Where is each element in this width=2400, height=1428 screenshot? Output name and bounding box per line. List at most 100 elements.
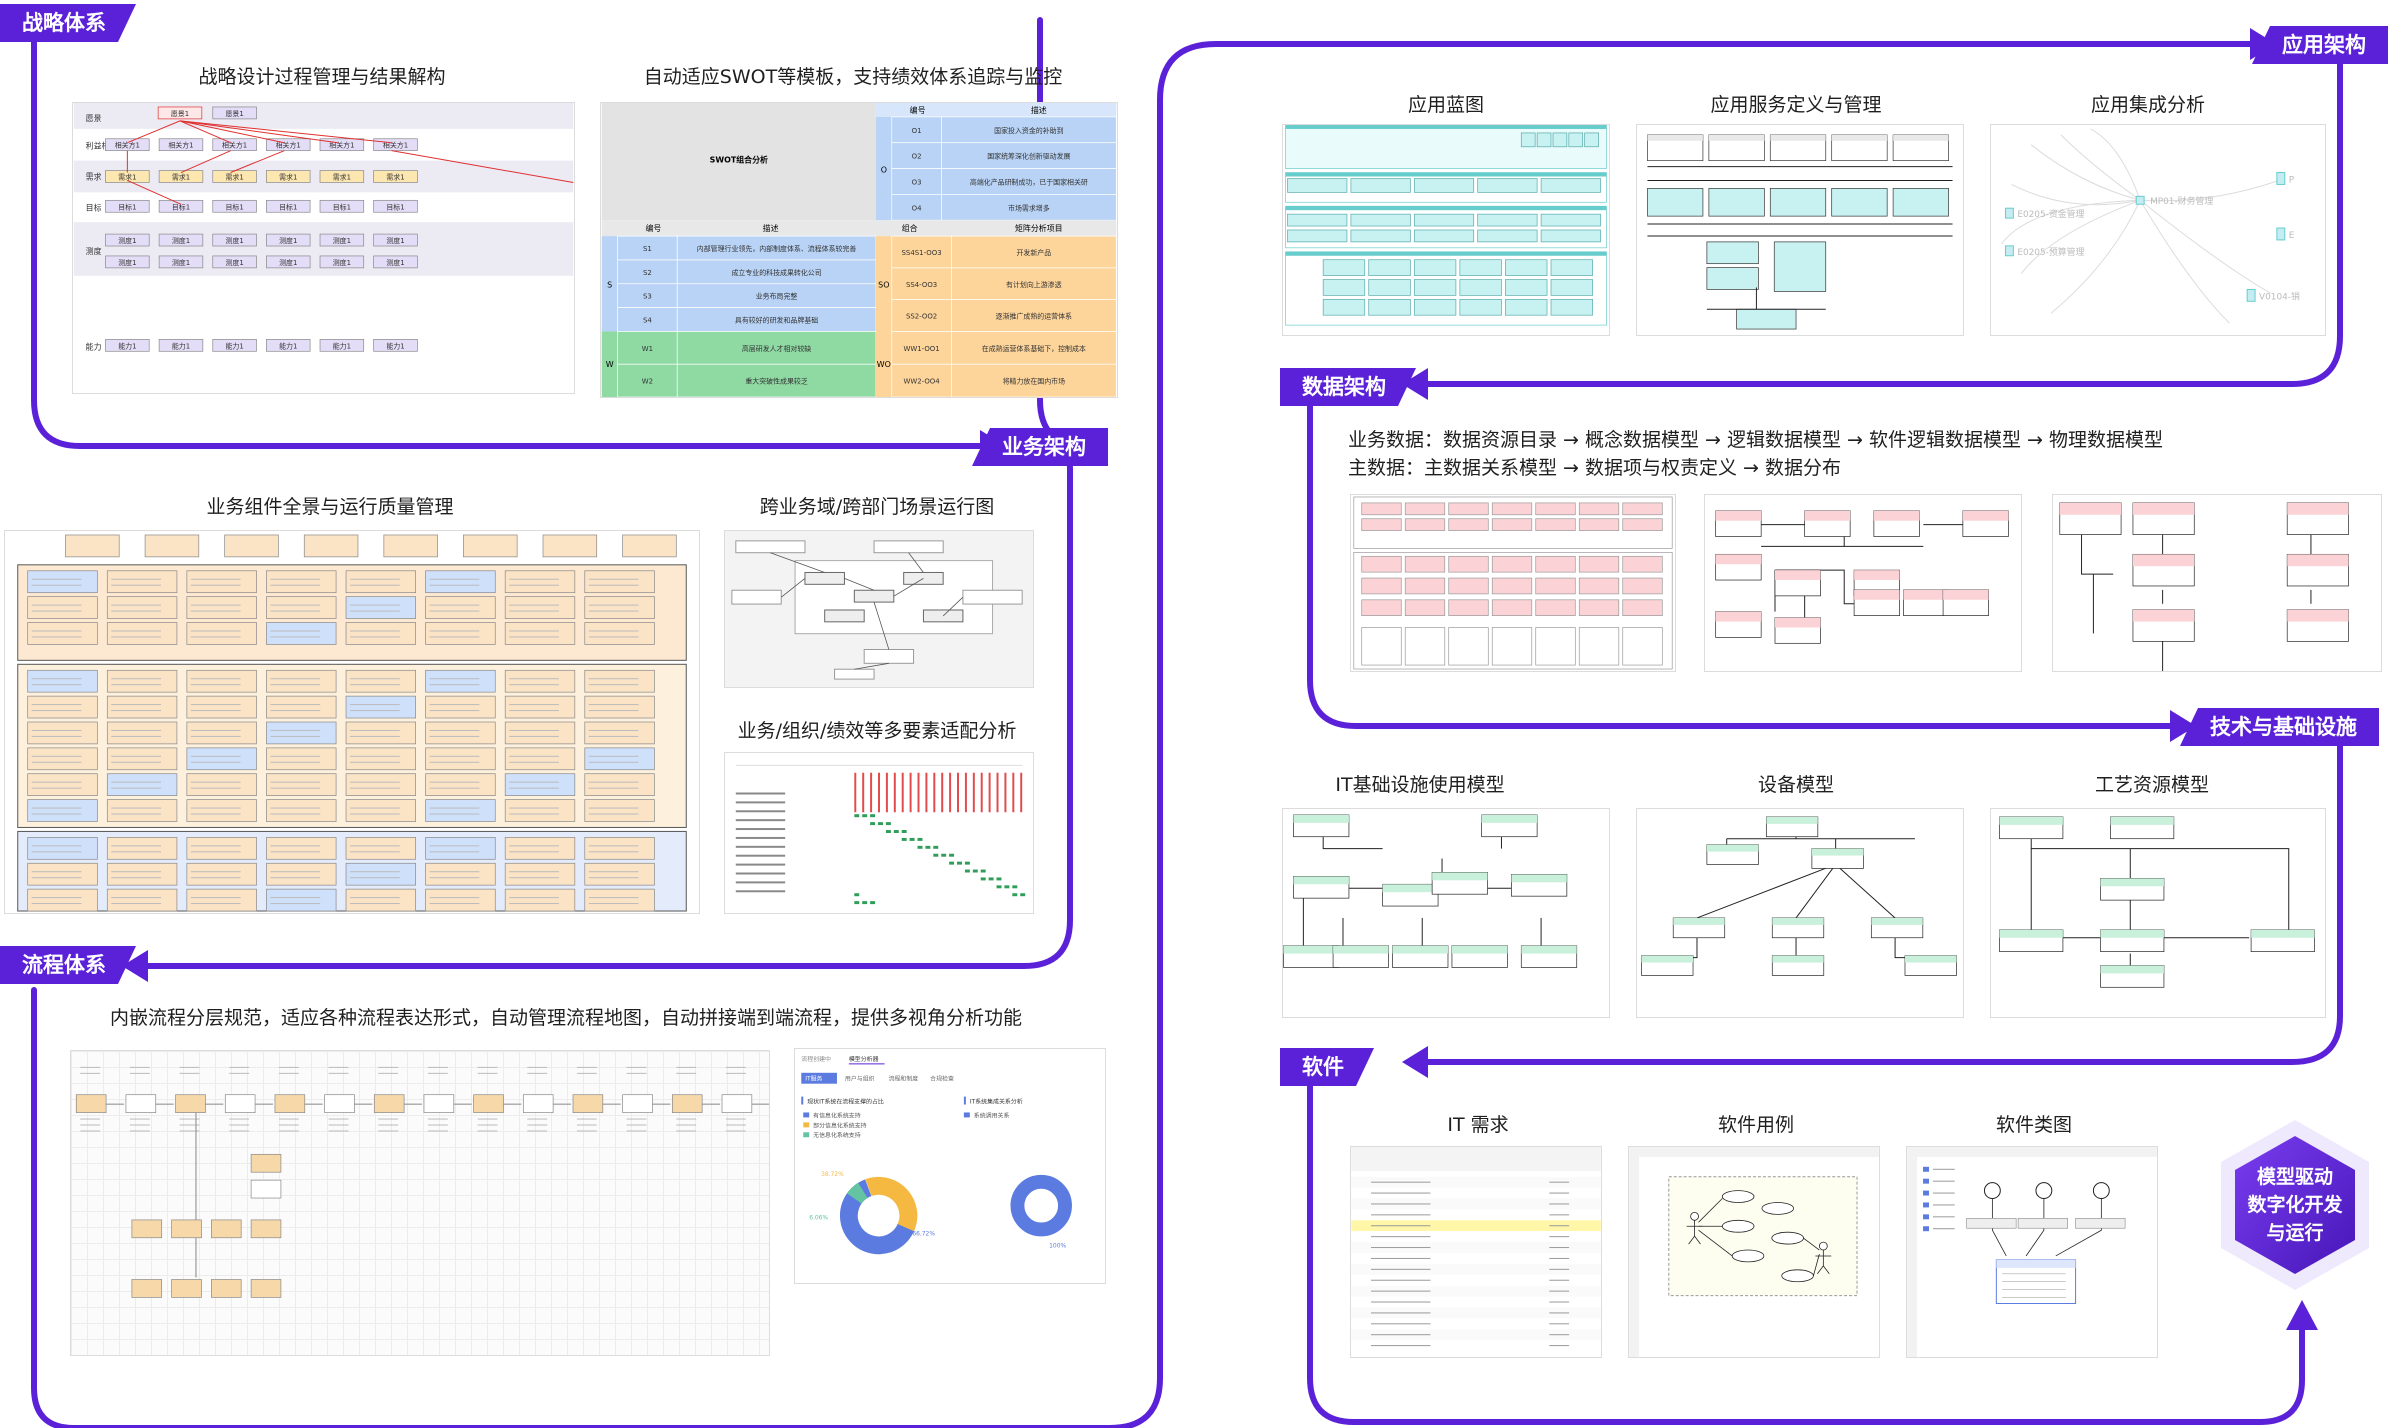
matrix-mark bbox=[885, 830, 891, 833]
app-node bbox=[1505, 298, 1548, 316]
matrix-column-header bbox=[972, 772, 975, 813]
flow-link bbox=[155, 1103, 174, 1105]
business-component-thumbnail[interactable] bbox=[4, 530, 700, 914]
app-node bbox=[1459, 298, 1502, 316]
app-service-thumbnail[interactable] bbox=[1636, 124, 1964, 336]
swot-so-label: SO bbox=[878, 281, 889, 290]
infra-node-header bbox=[1511, 874, 1567, 883]
component-cell bbox=[266, 622, 337, 645]
swot-row-text: 内部管理行业领先，内部制度体系、流程体系较完善 bbox=[697, 244, 857, 253]
matrix-mark bbox=[980, 877, 986, 881]
component-cell bbox=[186, 773, 257, 796]
data-section-tag[interactable]: 数据架构 bbox=[1280, 368, 1416, 406]
text-stub bbox=[31, 871, 82, 873]
flow-link bbox=[354, 1103, 373, 1105]
text-stub bbox=[31, 584, 82, 586]
text-stub bbox=[270, 584, 321, 586]
text-stub bbox=[588, 845, 639, 847]
text-stub bbox=[270, 610, 321, 612]
matrix-column-header bbox=[893, 772, 896, 813]
device-model-thumbnail[interactable] bbox=[1636, 808, 1964, 1018]
text-stub bbox=[429, 610, 480, 612]
text-stub bbox=[111, 610, 161, 612]
text-stub bbox=[527, 1130, 548, 1132]
req-row bbox=[1351, 1318, 1601, 1330]
multi-element-matrix-thumbnail[interactable] bbox=[724, 752, 1034, 914]
text-stub bbox=[350, 636, 400, 638]
text-stub bbox=[676, 1130, 697, 1132]
infra-section-tag[interactable]: 技术与基础设施 bbox=[2180, 708, 2379, 746]
it-requirement-thumbnail[interactable] bbox=[1350, 1146, 1602, 1358]
process-flow-thumbnail[interactable] bbox=[70, 1050, 770, 1356]
hex-line-1: 模型驱动 bbox=[2256, 1166, 2333, 1188]
text-stub bbox=[350, 684, 400, 686]
class-list-icon bbox=[1923, 1178, 1929, 1184]
text-stub bbox=[725, 1118, 746, 1120]
flow-link bbox=[195, 1112, 197, 1220]
matrix-column-header bbox=[885, 772, 888, 813]
entity-node bbox=[1404, 577, 1446, 595]
process-section-tag[interactable]: 流程体系 bbox=[0, 946, 136, 984]
matrix-row-header bbox=[735, 792, 786, 795]
component-cell bbox=[106, 570, 178, 594]
master-entity-header bbox=[2059, 502, 2122, 515]
component-cell bbox=[504, 669, 576, 693]
text-stub bbox=[1371, 1192, 1431, 1194]
text-stub bbox=[429, 678, 480, 680]
text-stub bbox=[676, 1072, 697, 1074]
text-stub bbox=[278, 1130, 299, 1132]
text-stub bbox=[31, 761, 82, 763]
software-usecase-title: 软件用例 bbox=[1717, 1114, 1795, 1136]
matrix-mark bbox=[1020, 893, 1026, 897]
flow-step bbox=[125, 1094, 157, 1113]
logical-entity-header bbox=[1804, 510, 1851, 521]
process-resource-thumbnail[interactable] bbox=[1990, 808, 2326, 1018]
pie-pct-3: 66.72% bbox=[912, 1230, 935, 1237]
component-cell bbox=[65, 534, 120, 558]
text-stub bbox=[350, 871, 400, 873]
integration-left-label-1: E0205-资金管理 bbox=[2017, 208, 2084, 220]
business-data-line: 业务数据：数据资源目录 → 概念数据模型 → 逻辑数据模型 → 软件逻辑数据模型… bbox=[1348, 429, 2163, 451]
strategy-section-tag[interactable]: 战略体系 bbox=[0, 4, 136, 42]
text-stub bbox=[350, 735, 400, 737]
swot-cell-text bbox=[951, 267, 1117, 301]
measure-node bbox=[212, 255, 257, 269]
flow-link bbox=[602, 1103, 621, 1105]
app-integration-thumbnail[interactable]: MP01-财务管理 E0205-资金管理 E0205-预算管理 P E V010… bbox=[1990, 124, 2326, 336]
entity-node bbox=[1535, 577, 1576, 595]
vision-node bbox=[157, 106, 203, 120]
logical-data-model-thumbnail[interactable] bbox=[1704, 494, 2022, 672]
component-cell bbox=[186, 695, 257, 719]
software-class-thumbnail[interactable] bbox=[1906, 1146, 2158, 1358]
text-stub bbox=[429, 704, 480, 706]
process-description: 内嵌流程分层规范，适应各种流程表达形式，自动管理流程地图，自动拼接端到端流程，提… bbox=[110, 1007, 1023, 1029]
application-section-tag[interactable]: 应用架构 bbox=[2252, 26, 2388, 64]
data-resource-catalog-thumbnail[interactable] bbox=[1350, 494, 1676, 672]
swot-cell-text bbox=[941, 194, 1117, 221]
integration-center-label: MP01-财务管理 bbox=[2150, 195, 2213, 207]
req-row bbox=[1351, 1274, 1601, 1286]
text-stub bbox=[429, 897, 480, 899]
business-section-tag[interactable]: 业务架构 bbox=[972, 428, 1108, 466]
scenario-run-thumbnail[interactable] bbox=[724, 530, 1034, 688]
matrix-mark bbox=[870, 901, 876, 905]
req-row bbox=[1351, 1285, 1601, 1297]
stakeholder-node-label: 相关方1 bbox=[168, 141, 193, 150]
process-analysis-dashboard[interactable]: 流程创建中 模型分析器 IT服务 用户与组织 流程和制度 合规检查 现状IT系统… bbox=[794, 1048, 1106, 1284]
app-node bbox=[1322, 279, 1366, 296]
app-blueprint-thumbnail[interactable] bbox=[1282, 124, 1610, 336]
master-data-relation-thumbnail[interactable] bbox=[2052, 494, 2382, 672]
swot-row-text: 国家统筹深化创新驱动发展 bbox=[987, 152, 1070, 161]
component-cell bbox=[186, 799, 257, 822]
software-usecase-thumbnail[interactable] bbox=[1628, 1146, 1880, 1358]
strategy-map-thumbnail[interactable]: 愿景 利益相关方 需求 目标 测度 能力 愿景1愿景1相关方1相关方1相关方1相… bbox=[72, 102, 575, 394]
swot-cell-text bbox=[951, 331, 1117, 365]
it-infra-usage-thumbnail[interactable] bbox=[1282, 808, 1610, 1018]
text-stub bbox=[350, 903, 400, 905]
measure-node-label: 测度1 bbox=[225, 258, 243, 267]
service-node bbox=[1706, 241, 1759, 265]
software-section-tag[interactable]: 软件 bbox=[1280, 1048, 1374, 1086]
logical-entity-header bbox=[1775, 617, 1821, 628]
text-stub bbox=[111, 871, 161, 873]
